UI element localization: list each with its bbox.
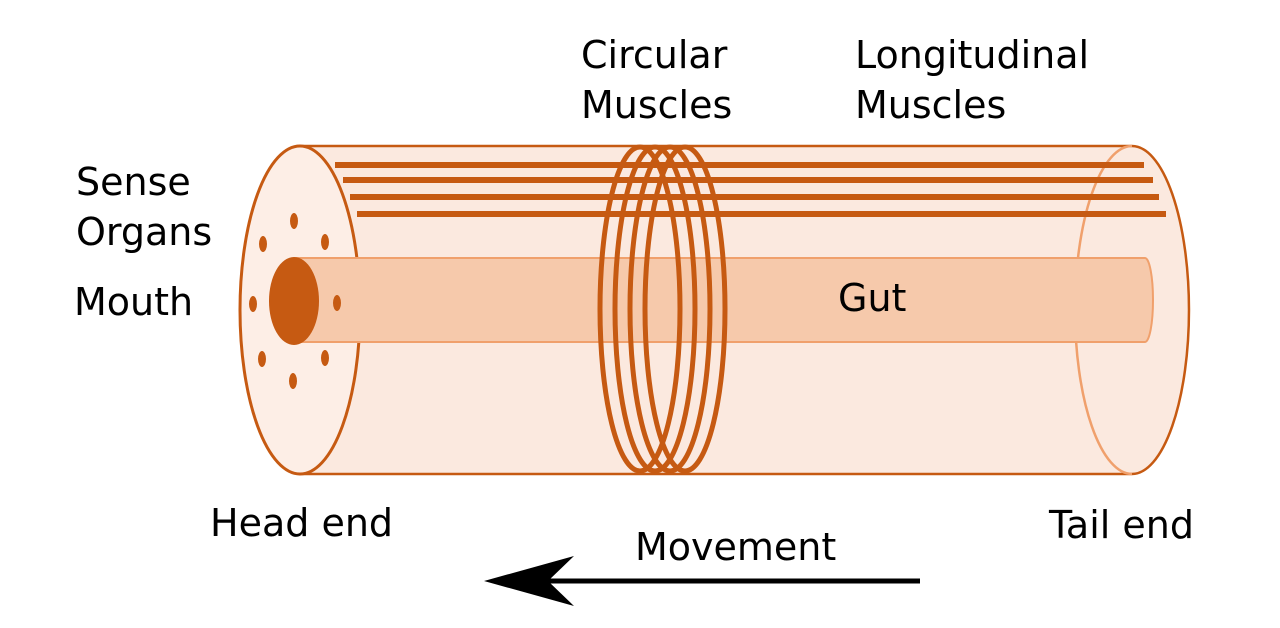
sense-organs-label-line-1: Sense [76,160,191,204]
longitudinal-muscles [335,162,1166,217]
sense-organ-dot [321,350,329,366]
movement-arrowhead [484,556,574,606]
head-end-label: Head end [210,501,393,545]
circular-muscle-ring [642,144,728,474]
tail-end-label: Tail end [1048,503,1194,547]
sense-organ-dot [321,234,329,250]
gut [277,257,1154,343]
sense-organs [249,213,341,389]
circular-muscle-ring [612,144,698,474]
sense-organ-dot [289,373,297,389]
gut-tube [277,257,1154,343]
sense-organ-dot [290,213,298,229]
circular-muscles-label-line-2: Muscles [581,83,732,127]
circular-muscles-label-line-1: Circular [581,33,728,77]
sense-organ-dot [333,295,341,311]
sense-organs-label-line-2: Organs [76,210,212,254]
movement-label: Movement [635,525,836,569]
mouth-opening [269,257,319,345]
sense-organ-dot [249,296,257,312]
circular-muscles [597,144,728,474]
sense-organ-dot [259,236,267,252]
longitudinal-muscles-label-line-2: Muscles [855,83,1006,127]
movement-arrow [484,556,920,606]
sense-organ-dot [258,351,266,367]
gut-label: Gut [838,276,906,320]
mouth-label: Mouth [74,280,193,324]
longitudinal-muscles-label-line-1: Longitudinal [855,33,1089,77]
circular-muscle-ring [627,144,713,474]
circular-muscle-ring [597,144,683,474]
